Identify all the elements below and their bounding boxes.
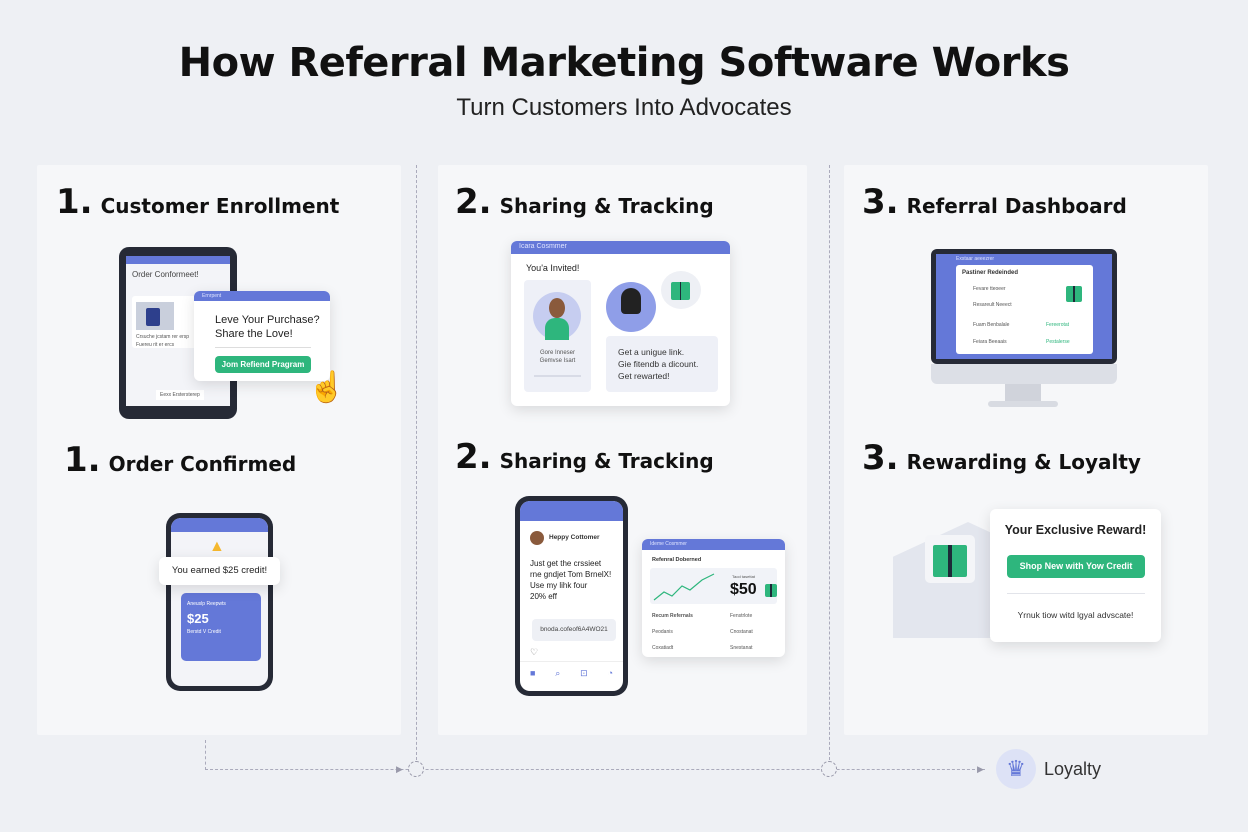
heart-icon[interactable]: ♡ [530,647,539,657]
join-referral-button[interactable]: Jom Refiend Pragram [215,356,311,373]
profile-icon[interactable]: ◔ [607,668,614,678]
monitor-stand [988,401,1058,407]
step-heading: 1.Order Confirmed [64,440,297,480]
gift-icon [933,545,967,577]
avatar [530,531,544,545]
trend-line-chart [653,573,715,601]
loyalty-label: Loyalty [1044,759,1102,779]
join-popup: Ernrpent Leve Your Purchase?Share the Lo… [194,291,330,381]
shop-now-button[interactable]: Shop New with Yow Credit [1007,555,1145,578]
flow-node [408,761,424,777]
flow-node [821,761,837,777]
flow-line [205,740,206,770]
step-heading: 3.Rewarding & Loyalty [862,438,1141,478]
monitor-stand [1005,384,1041,402]
wallet: Aneuslp Reepwts $25 Berstd V Credit [181,593,261,661]
tablet-device: Order Conformeet! Crsuche jcstam rer ers… [119,247,237,419]
home-icon[interactable]: ■ [529,668,536,678]
monitor-device: Exstaar aeeezrer Pastiner Redeinded Feva… [931,249,1117,364]
divider [829,165,830,770]
gift-icon [671,282,690,300]
flow-line [205,769,985,770]
reward-card: Your Exclusive Reward! Shop New with Yow… [990,509,1161,642]
order-title: Order Conformeet! [132,270,199,279]
hand-pointer-icon: ☝ [308,371,346,404]
step-heading: 2.Sharing & Tracking [455,182,714,222]
step-heading: 3.Referral Dashboard [862,182,1127,222]
step-heading: 1.Customer Enrollment [56,182,340,222]
credit-toast: You earned $25 credit! [159,557,280,585]
gift-icon [765,584,777,597]
bell-icon: ▲ [209,538,225,555]
page-subtitle: Turn Customers Into Advocates [456,94,792,121]
step-heading: 2.Sharing & Tracking [455,437,714,477]
avatar [606,282,656,332]
arrow-icon: ▶ [977,764,984,774]
referral-tracking-card: Ideme Cosmmer Refenral Doberned Taod tas… [642,539,785,657]
divider [416,165,417,770]
invite-card: Icara Cosmmer You'a Invited! Gore Innese… [511,241,730,406]
gift-icon [1066,286,1082,302]
monitor-base [931,364,1117,384]
arrow-icon: ▶ [396,764,403,774]
page-title: How Referral Marketing Software Works [178,40,1070,86]
referral-link[interactable]: bnoda.cofeof6A4WO21 [532,619,616,641]
crown-icon: ♛ [996,749,1036,789]
phone-device: ▲ Aneuslp Reepwts $25 Berstd V Credit [166,513,273,691]
add-icon[interactable]: ⊡ [580,668,588,678]
search-icon[interactable]: ⌕ [555,668,561,678]
avatar [533,292,581,340]
